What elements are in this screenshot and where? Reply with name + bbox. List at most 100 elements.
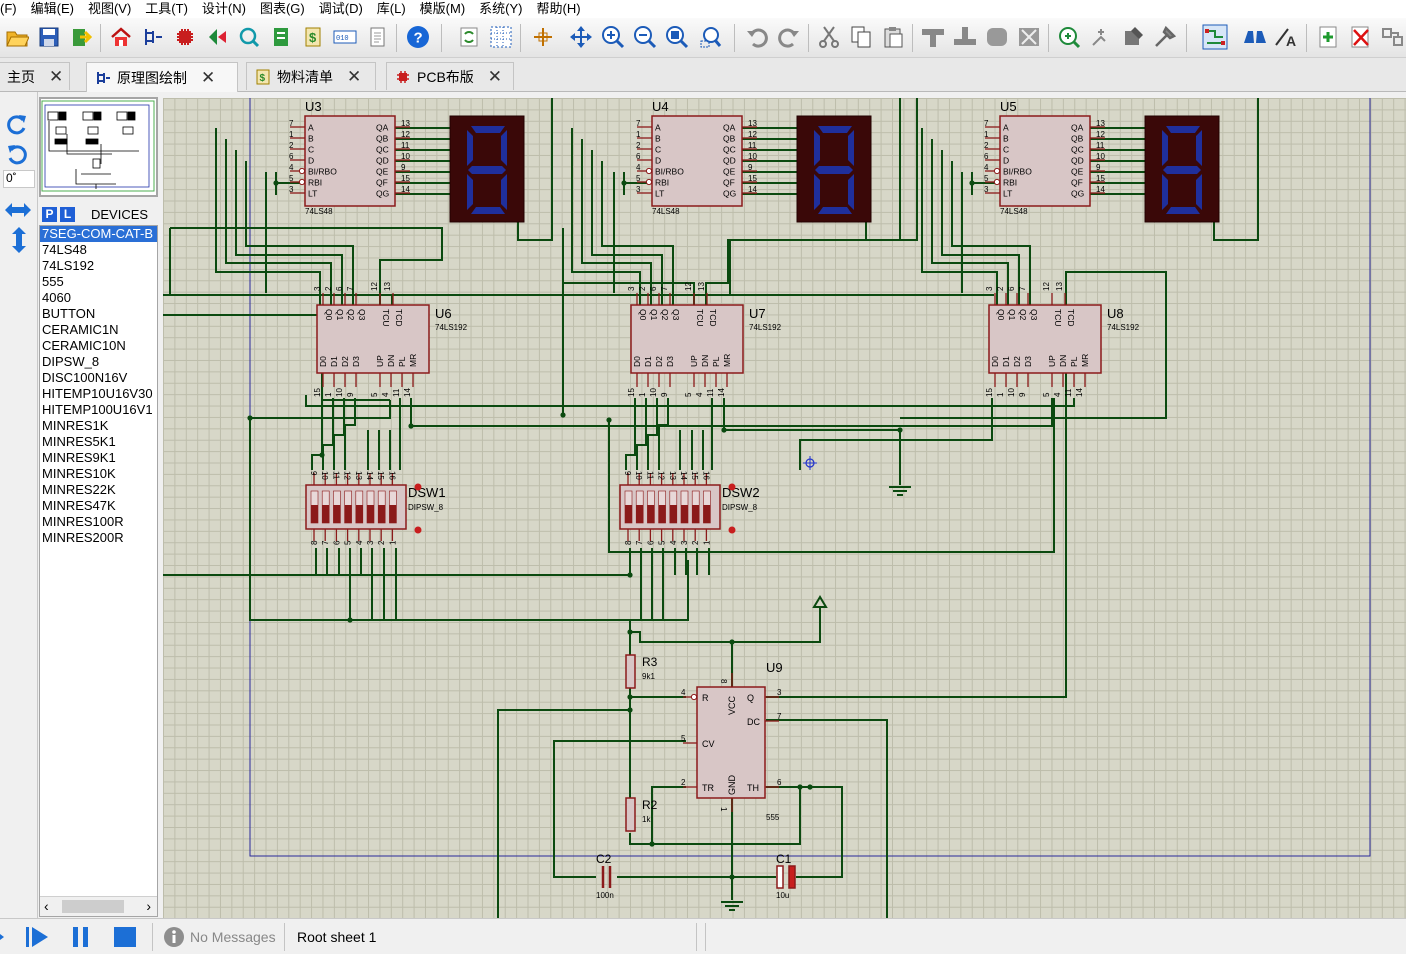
device-list-item[interactable]: 555 (42, 274, 64, 289)
library-manager-button[interactable]: L (60, 207, 75, 222)
tab-pcb[interactable]: PCB布版✕ (386, 62, 514, 90)
device-list-item[interactable]: MINRES9K1 (42, 450, 116, 465)
zoom-area-icon[interactable] (698, 24, 724, 50)
scroll-thumb[interactable] (62, 900, 124, 913)
tab-schematic[interactable]: 原理图绘制✕ (86, 62, 238, 92)
device-list-item[interactable]: MINRES200R (42, 530, 124, 545)
3d-viewer-icon[interactable] (204, 24, 230, 50)
close-icon[interactable]: ✕ (201, 67, 216, 87)
device-list-item[interactable]: MINRES5K1 (42, 434, 116, 449)
zoom-all-icon[interactable] (664, 24, 690, 50)
block-rotate-icon[interactable] (984, 24, 1010, 50)
sheet-navigation-icon[interactable] (1380, 24, 1406, 50)
device-list-item[interactable]: 74LS48 (42, 242, 87, 257)
menu-item-8[interactable]: 模版(M) (419, 1, 466, 16)
import-icon[interactable] (68, 24, 94, 50)
zoom-out-icon[interactable] (632, 24, 658, 50)
block-copy-icon[interactable] (920, 24, 946, 50)
menu-item-2[interactable]: 视图(V) (87, 1, 132, 16)
delete-sheet-icon[interactable] (1348, 24, 1374, 50)
open-folder-icon[interactable] (4, 24, 30, 50)
device-list-item[interactable]: MINRES100R (42, 514, 124, 529)
tab-home[interactable]: 主页✕ (0, 62, 70, 90)
rotate-clockwise-icon[interactable] (5, 112, 29, 139)
cut-icon[interactable] (816, 24, 842, 50)
menu-item-1[interactable]: 编辑(E) (30, 1, 74, 16)
device-list-item[interactable]: BUTTON (42, 306, 96, 321)
paste-icon[interactable] (880, 24, 906, 50)
zoom-in-icon[interactable] (600, 24, 626, 50)
device-list-item[interactable]: HITEMP100U16V1 (42, 402, 153, 417)
mirror-vertical-icon[interactable] (9, 226, 29, 257)
device-list-item[interactable]: DISC100N16V (42, 370, 128, 385)
new-sheet-icon[interactable] (1316, 24, 1342, 50)
device-list-scrollbar[interactable]: ‹ › (40, 896, 157, 916)
device-list-item[interactable]: DIPSW_8 (42, 354, 100, 369)
rotate-anticlockwise-icon[interactable] (5, 142, 29, 169)
schematic-capture-icon[interactable] (140, 24, 166, 50)
copy-icon[interactable] (848, 24, 874, 50)
decompose-icon[interactable] (1152, 24, 1178, 50)
pick-from-library-button[interactable]: P (42, 207, 57, 222)
pause-icon[interactable] (70, 926, 92, 951)
bill-of-materials-icon[interactable]: $ (300, 24, 326, 50)
menu-item-5[interactable]: 图表(G) (259, 1, 305, 16)
device-list-item[interactable]: 7SEG-COM-CAT-B (40, 226, 157, 242)
device-list-item[interactable]: 4060 (42, 290, 71, 305)
overview-window[interactable] (39, 97, 158, 197)
refresh-icon[interactable] (456, 24, 482, 50)
source-code-icon[interactable]: 010 (332, 24, 358, 50)
make-device-icon[interactable] (1088, 24, 1114, 50)
package-tool-icon[interactable] (1120, 24, 1146, 50)
home-icon[interactable] (108, 24, 134, 50)
block-move-icon[interactable] (952, 24, 978, 50)
step-back-icon[interactable] (0, 927, 6, 950)
menu-item-4[interactable]: 设计(N) (201, 1, 246, 16)
device-list-item[interactable]: 74LS192 (42, 258, 95, 273)
menu-item-9[interactable]: 系统(Y) (479, 1, 523, 16)
design-explorer-icon[interactable] (268, 24, 294, 50)
menu-item-3[interactable]: 工具(T) (145, 1, 188, 16)
undo-icon[interactable] (744, 24, 770, 50)
device-list-item[interactable]: MINRES1K (42, 418, 109, 433)
messages-status[interactable]: No Messages (190, 929, 276, 945)
device-list-item[interactable]: MINRES47K (42, 498, 116, 513)
device-list-item[interactable]: HITEMP10U16V30 (42, 386, 153, 401)
pan-icon[interactable] (568, 24, 594, 50)
menu-item-6[interactable]: 调试(D) (318, 1, 363, 16)
close-icon[interactable]: ✕ (487, 66, 503, 86)
close-icon[interactable]: ✕ (49, 66, 64, 86)
play-icon[interactable] (24, 926, 50, 951)
stop-icon[interactable] (113, 926, 137, 951)
close-icon[interactable]: ✕ (347, 66, 362, 86)
document-icon[interactable] (364, 24, 390, 50)
scroll-left-icon[interactable]: ‹ (44, 898, 49, 914)
block-delete-icon[interactable] (1016, 24, 1042, 50)
mirror-horizontal-icon[interactable] (4, 200, 32, 223)
device-list-item[interactable]: MINRES22K (42, 482, 116, 497)
redo-icon[interactable] (776, 24, 802, 50)
pcb-layout-icon[interactable] (172, 24, 198, 50)
menu-item-7[interactable]: 库(L) (376, 1, 406, 16)
scroll-right-icon[interactable]: › (146, 898, 151, 914)
rotation-angle-field[interactable]: 0˚ (3, 170, 35, 188)
search-tag-icon[interactable] (1242, 24, 1268, 50)
device-list-item[interactable]: CERAMIC1N (42, 322, 119, 337)
help-icon[interactable]: ? (405, 24, 431, 50)
device-list-item[interactable]: CERAMIC10N (42, 338, 126, 353)
wire-autorouter-icon[interactable] (1202, 24, 1228, 50)
component-ref: C1 (776, 852, 792, 866)
gerber-viewer-icon[interactable] (236, 24, 262, 50)
pick-device-icon[interactable] (1056, 24, 1082, 50)
menu-item-10[interactable]: 帮助(H) (536, 1, 581, 16)
tab-bom[interactable]: $ 物料清单✕ (246, 62, 376, 90)
save-icon[interactable] (36, 24, 62, 50)
property-assign-icon[interactable]: A (1274, 24, 1300, 50)
menu-item-0[interactable]: (F) (0, 1, 17, 16)
device-list-item[interactable]: MINRES10K (42, 466, 116, 481)
grid-toggle-icon[interactable] (488, 24, 514, 50)
origin-icon[interactable] (530, 24, 556, 50)
